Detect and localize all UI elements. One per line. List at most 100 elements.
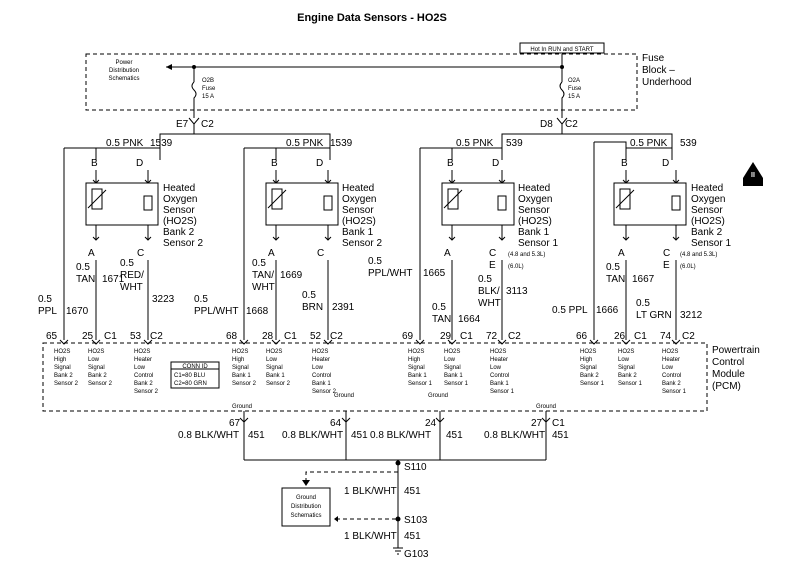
pcm-pin-label: HO2S xyxy=(312,349,328,355)
fuse-o2a-3: 15 A xyxy=(568,94,580,100)
svg-text:539: 539 xyxy=(680,138,697,149)
svg-text:0.5: 0.5 xyxy=(606,262,620,273)
svg-text:A: A xyxy=(88,248,95,259)
svg-text:C2: C2 xyxy=(682,331,695,342)
svg-text:Heated: Heated xyxy=(342,183,374,194)
svg-text:Heated: Heated xyxy=(691,183,723,194)
conn-e7-conn: C2 xyxy=(201,119,214,130)
hot-label-box xyxy=(519,42,605,54)
svg-text:1666: 1666 xyxy=(596,305,619,316)
pcm-outline xyxy=(42,342,708,412)
pcm-pin-label: Sensor 1 xyxy=(580,381,605,387)
pcm-pin-label: HO2S xyxy=(232,349,248,355)
svg-text:Sensor 2: Sensor 2 xyxy=(163,238,203,249)
pcm-name-2: Control xyxy=(712,357,744,368)
pcm-pin-label: HO2S xyxy=(54,349,70,355)
svg-text:0.5: 0.5 xyxy=(194,294,208,305)
svg-text:0.5 PPL: 0.5 PPL xyxy=(552,305,588,316)
svg-text:0.8 BLK/WHT: 0.8 BLK/WHT xyxy=(282,430,343,441)
pcm-pin-label: Sensor 1 xyxy=(618,381,643,387)
svg-text:(HO2S): (HO2S) xyxy=(163,216,197,227)
pcm-pin-label: Signal xyxy=(580,365,597,371)
service-info-icon[interactable]: II xyxy=(743,162,763,186)
pcm-pin-label: Signal xyxy=(266,365,283,371)
svg-text:E: E xyxy=(663,260,670,271)
svg-text:Oxygen: Oxygen xyxy=(691,194,725,205)
svg-text:0.5: 0.5 xyxy=(368,256,382,267)
svg-text:C: C xyxy=(489,248,496,259)
pcm-pin-label: Bank 2 xyxy=(662,381,681,387)
pcm-pin-label: Sensor 2 xyxy=(88,381,113,387)
svg-text:0.5: 0.5 xyxy=(76,262,90,273)
svg-text:(6.0L): (6.0L) xyxy=(680,264,696,270)
svg-text:PPL: PPL xyxy=(38,306,57,317)
svg-text:PPL/WHT: PPL/WHT xyxy=(368,268,412,279)
svg-text:Sensor: Sensor xyxy=(342,205,374,216)
svg-text:Sensor: Sensor xyxy=(163,205,195,216)
pcm-pin-label: High xyxy=(54,357,66,363)
pcm-pin-label: Low xyxy=(444,357,456,363)
pcm-pin-label: Bank 2 xyxy=(88,373,107,379)
svg-text:A: A xyxy=(268,248,275,259)
pcm-pin-label: HO2S xyxy=(444,349,460,355)
ground-g103: G103 xyxy=(404,549,429,560)
svg-text:Sensor 2: Sensor 2 xyxy=(342,238,382,249)
svg-text:(HO2S): (HO2S) xyxy=(518,216,552,227)
svg-text:451: 451 xyxy=(404,486,421,497)
sensor-bank2-sensor1: 0.5 PNK 539 B D Heated Oxygen Sensor (HO… xyxy=(593,138,731,340)
svg-text:451: 451 xyxy=(446,430,463,441)
svg-text:C2: C2 xyxy=(150,331,163,342)
pcm-pin-label: Signal xyxy=(54,365,71,371)
svg-text:Sensor: Sensor xyxy=(691,205,723,216)
pcm-pin-label: HO2S xyxy=(266,349,282,355)
svg-text:3113: 3113 xyxy=(506,286,528,297)
pcm-pin-label: Signal xyxy=(232,365,249,371)
pcm-pin-label: Control xyxy=(312,373,331,379)
svg-text:(6.0L): (6.0L) xyxy=(508,264,524,270)
conn-d8-pin: D8 xyxy=(540,119,553,130)
svg-text:(HO2S): (HO2S) xyxy=(691,216,725,227)
svg-text:52: 52 xyxy=(310,331,322,342)
svg-text:A: A xyxy=(444,248,451,259)
svg-text:Ground: Ground xyxy=(334,393,354,399)
svg-text:C1: C1 xyxy=(284,331,297,342)
sensor-box xyxy=(85,182,159,226)
pcm-pin-label: Control xyxy=(490,373,509,379)
svg-text:1670: 1670 xyxy=(66,306,89,317)
sensor-bank1-sensor2: 0.5 PNK 1539 B D Heated Oxygen Sensor (H… xyxy=(243,138,382,340)
svg-text:C: C xyxy=(317,248,324,259)
svg-text:451: 451 xyxy=(248,430,265,441)
fuse-block-outline xyxy=(85,53,638,111)
pcm-pin-label: Low xyxy=(134,365,146,371)
pcm-pin-label: Bank 1 xyxy=(408,373,427,379)
pcm-pin-label: Bank 2 xyxy=(54,373,73,379)
pcm-pin-label: Signal xyxy=(88,365,105,371)
fuse-o2a-1: O2A xyxy=(568,78,580,84)
svg-text:0.8 BLK/WHT: 0.8 BLK/WHT xyxy=(370,430,431,441)
pcm-pin-label: Signal xyxy=(444,365,461,371)
svg-text:Oxygen: Oxygen xyxy=(342,194,376,205)
svg-text:TAN: TAN xyxy=(606,274,625,285)
fuse-o2b-symbol xyxy=(191,67,197,118)
svg-text:TAN: TAN xyxy=(76,274,95,285)
pcm-pin-label: Heater xyxy=(134,357,152,363)
pcm-pin-label: Bank 1 xyxy=(490,381,509,387)
conn-e7-symbol xyxy=(188,117,200,125)
svg-text:0.5: 0.5 xyxy=(432,302,446,313)
svg-text:25: 25 xyxy=(82,331,94,342)
svg-text:(4.8 and 5.3L): (4.8 and 5.3L) xyxy=(680,252,717,258)
svg-text:WHT: WHT xyxy=(478,298,501,309)
svg-text:69: 69 xyxy=(402,331,414,342)
pcm-pin-label: High xyxy=(580,357,592,363)
svg-text:0.8 BLK/WHT: 0.8 BLK/WHT xyxy=(484,430,545,441)
svg-text:0.5 PNK: 0.5 PNK xyxy=(630,138,668,149)
svg-text:539: 539 xyxy=(506,138,523,149)
sensor-bank1-sensor1: 0.5 PNK 539 B D Heated Oxygen Sensor (HO… xyxy=(419,138,558,340)
fuse-o2a-symbol xyxy=(559,67,565,118)
svg-text:PPL/WHT: PPL/WHT xyxy=(194,306,238,317)
svg-text:B: B xyxy=(91,158,98,169)
svg-text:0.5 PNK: 0.5 PNK xyxy=(456,138,494,149)
svg-text:0.5: 0.5 xyxy=(478,274,492,285)
